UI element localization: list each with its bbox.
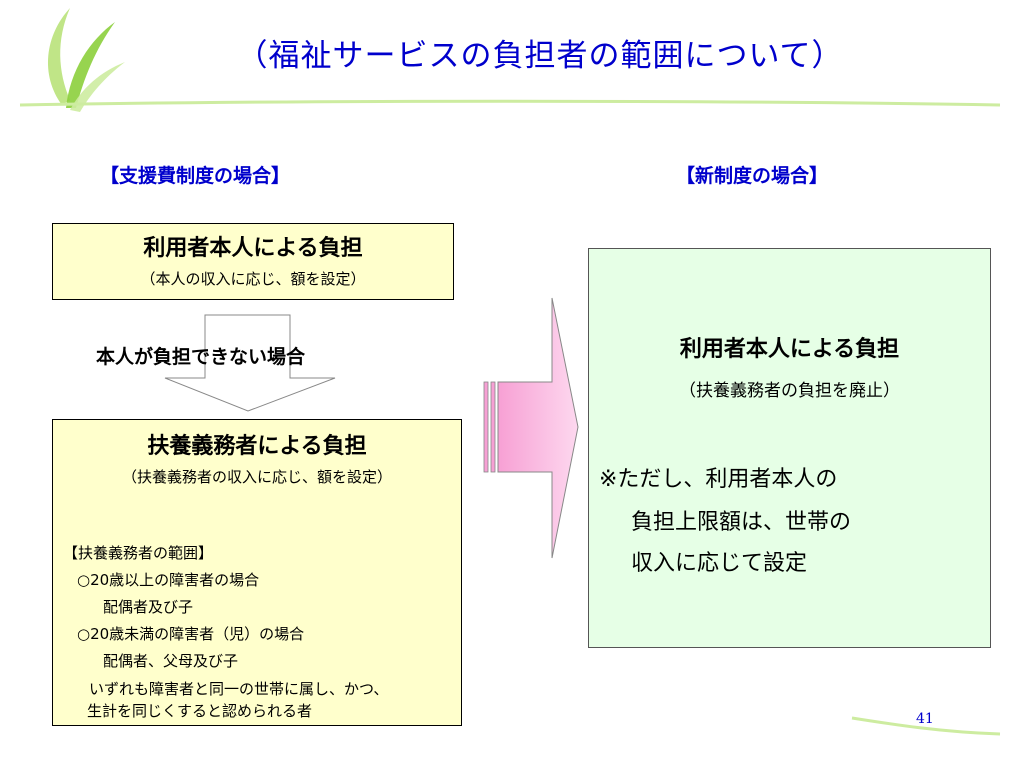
- guardian-scope-heading: 【扶養義務者の範囲】: [63, 544, 214, 562]
- new-system-title: 利用者本人による負担: [679, 337, 900, 362]
- new-system-subtitle: （扶養義務者の負担を廃止）: [679, 381, 900, 401]
- user-burden-title: 利用者本人による負担: [143, 236, 363, 261]
- scope-note-line-1: いずれも障害者と同一の世帯に属し、かつ、: [89, 680, 389, 698]
- user-burden-box: 利用者本人による負担 （本人の収入に応じ、額を設定）: [52, 223, 454, 300]
- new-system-note-line-1: ※ただし、利用者本人の: [599, 467, 838, 492]
- user-burden-subtitle: （本人の収入に応じ、額を設定）: [140, 270, 366, 288]
- page-title: （福祉サービスの負担者の範囲について）: [236, 38, 844, 74]
- scope-item-2: ○20歳未満の障害者（児）の場合: [77, 625, 305, 643]
- leaf-logo-icon: [48, 8, 125, 112]
- left-heading: 【支援費制度の場合】: [100, 165, 291, 187]
- guardian-burden-subtitle: （扶養義務者の収入に応じ、額を設定）: [121, 468, 392, 486]
- scope-note-line-2: 生計を同じくすると認められる者: [87, 702, 313, 720]
- scope-item-1: ○20歳以上の障害者の場合: [77, 571, 260, 589]
- arrow-label: 本人が負担できない場合: [96, 346, 306, 368]
- down-arrow-icon: [164, 314, 336, 412]
- right-heading: 【新制度の場合】: [676, 165, 829, 187]
- right-arrow-icon: [483, 297, 579, 559]
- guardian-burden-box: 扶養義務者による負担 （扶養義務者の収入に応じ、額を設定） 【扶養義務者の範囲】…: [52, 419, 462, 726]
- title-divider: [19, 99, 1001, 107]
- new-system-note-line-3: 収入に応じて設定: [631, 551, 808, 576]
- new-system-box: 利用者本人による負担 （扶養義務者の負担を廃止） ※ただし、利用者本人の 負担上…: [588, 248, 991, 648]
- new-system-note-line-2: 負担上限額は、世帯の: [631, 510, 852, 535]
- scope-item-1-sub: 配偶者及び子: [103, 598, 194, 616]
- guardian-burden-title: 扶養義務者による負担: [147, 434, 367, 459]
- footer-swoosh: [851, 716, 1001, 736]
- scope-item-2-sub: 配偶者、父母及び子: [103, 652, 239, 670]
- page-number: 41: [916, 711, 934, 727]
